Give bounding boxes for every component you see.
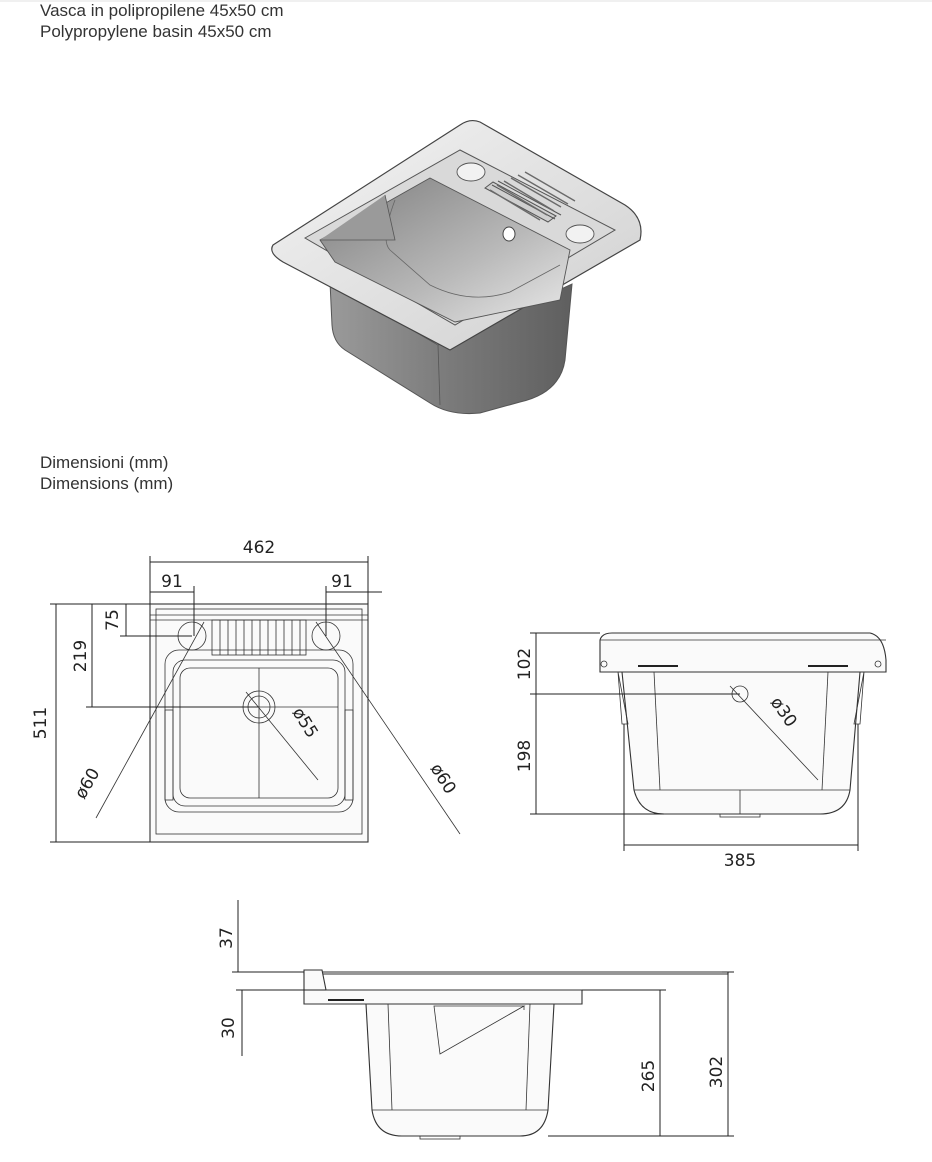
dimensions-italian: Dimensioni (mm)	[40, 453, 169, 472]
front-view: 37 30 265 302	[217, 900, 734, 1140]
label-hole-right: ø60	[426, 760, 460, 798]
dim-rim-30: 30	[219, 1017, 239, 1039]
title-english: Polypropylene basin 45x50 cm	[40, 22, 272, 41]
product-render	[271, 119, 642, 414]
product-caption: Vasca in polipropilene 45x50 cm Polyprop…	[40, 0, 284, 42]
side-view: 102 198 385 ø30	[515, 632, 887, 871]
dim-left-margin: 91	[161, 572, 183, 592]
dim-depth-75: 75	[103, 609, 123, 631]
dim-bowl-265: 265	[639, 1060, 659, 1092]
dimensions-english: Dimensions (mm)	[40, 474, 174, 493]
dim-depth-219: 219	[71, 640, 91, 672]
dim-height-198: 198	[515, 740, 535, 772]
top-view: 462 91 91 75 219 511 ø55 ø60 ø60	[31, 538, 461, 843]
dim-height-102: 102	[515, 648, 535, 680]
dim-right-margin: 91	[331, 572, 353, 592]
dim-width-385: 385	[724, 851, 756, 871]
dim-overall-depth: 511	[31, 707, 51, 739]
label-hole-left: ø60	[71, 765, 104, 803]
title-italian: Vasca in polipropilene 45x50 cm	[40, 1, 284, 20]
dimensions-caption: Dimensioni (mm) Dimensions (mm)	[40, 452, 173, 494]
dim-rim-37: 37	[217, 927, 237, 949]
dim-overall-width: 462	[243, 538, 275, 558]
dim-total-302: 302	[707, 1056, 727, 1088]
